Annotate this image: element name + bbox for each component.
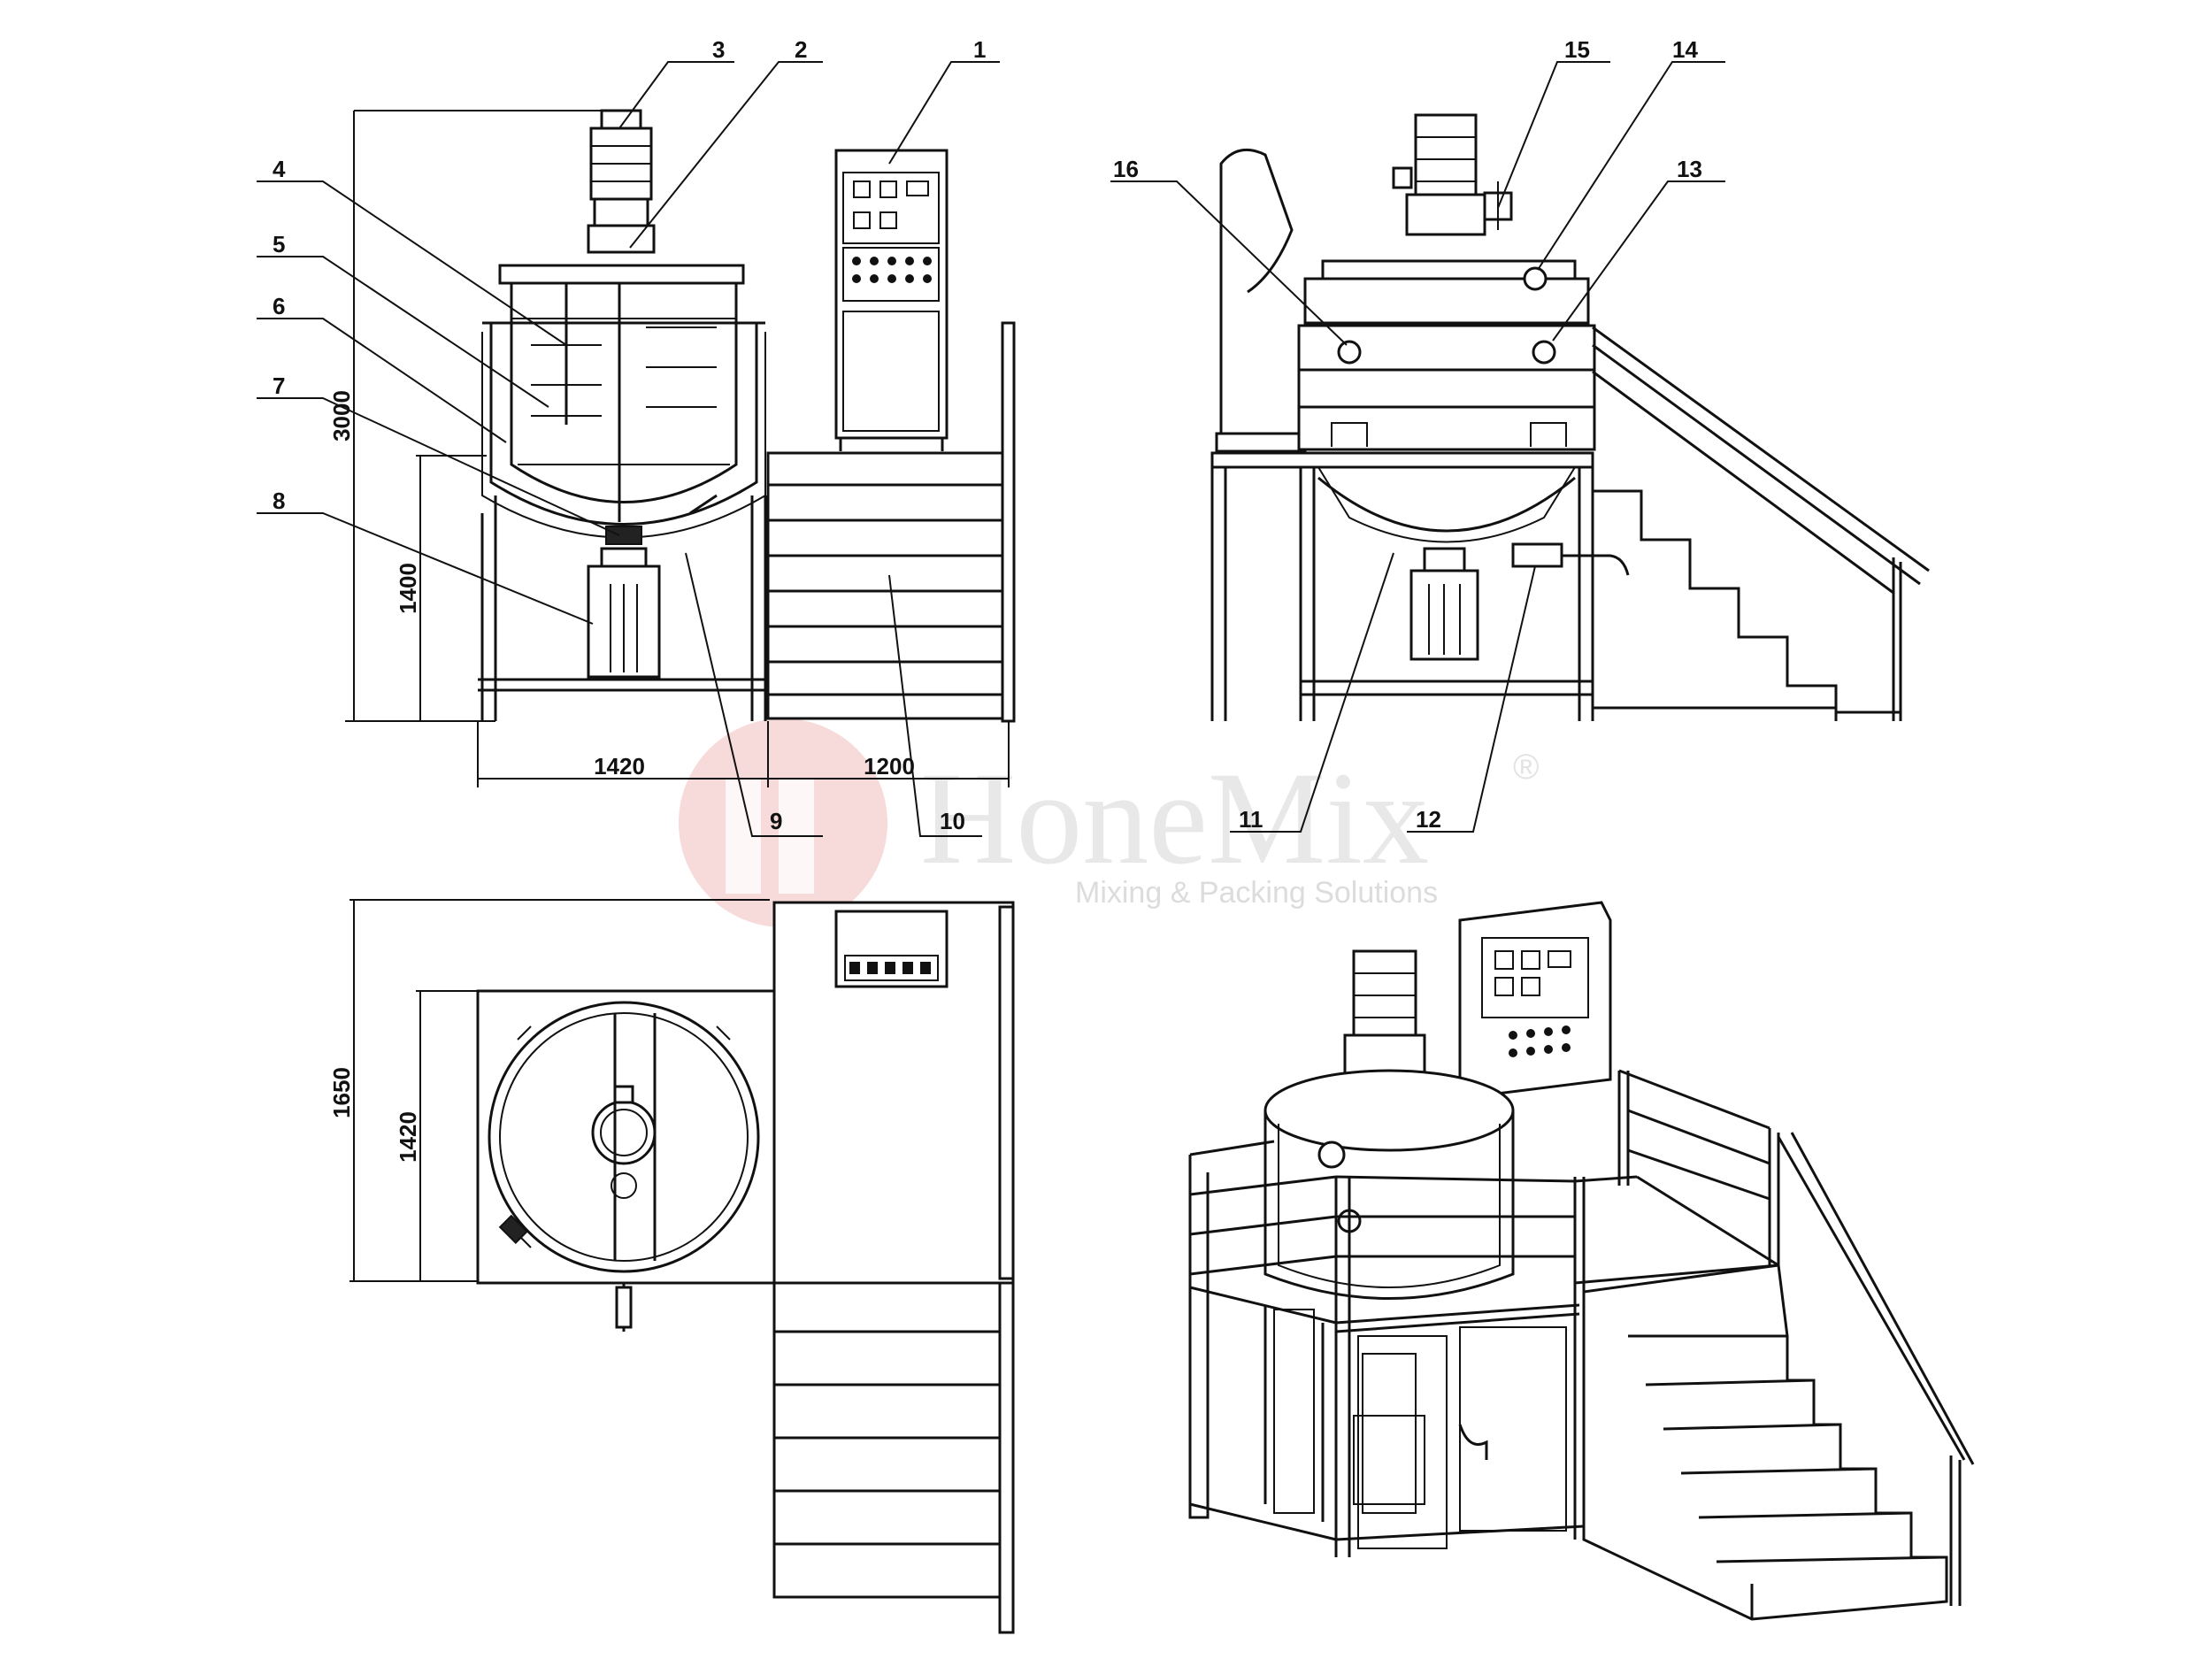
dim-1420-front: 1420: [594, 753, 645, 780]
watermark-brand: HoneMix: [920, 745, 1429, 892]
callout-2: 2: [795, 36, 807, 63]
stairs-plan: [772, 1281, 1015, 1599]
callout-7: 7: [273, 373, 285, 399]
callout-13: 13: [1677, 156, 1702, 182]
tank-body: [489, 323, 758, 526]
control-cabinet: [834, 149, 949, 440]
iso-tank-lid: [1263, 1069, 1515, 1152]
callout-5: 5: [273, 231, 285, 257]
watermark: HoneMix ® Mixing & Packing Solutions: [679, 718, 1539, 927]
dim-3000: 3000: [328, 390, 355, 442]
dim-1420-top: 1420: [395, 1111, 421, 1163]
dim-1200: 1200: [864, 753, 915, 780]
callout-1: 1: [973, 36, 986, 63]
control-panel-plan: [834, 910, 949, 988]
callout-16: 16: [1113, 156, 1139, 182]
dim-1650: 1650: [328, 1067, 355, 1118]
callout-14: 14: [1672, 36, 1698, 63]
callout-9: 9: [770, 808, 782, 834]
side-view: 15 14 16 13 11 12: [1110, 36, 1930, 833]
hopper: [1219, 148, 1294, 294]
iso-motor: [1352, 949, 1417, 1037]
callout-6: 6: [273, 293, 285, 319]
callout-8: 8: [273, 488, 285, 514]
isometric-view: [1188, 901, 1975, 1621]
callout-10: 10: [940, 808, 965, 834]
homogenizer-head: [605, 526, 642, 545]
top-view: 1650 1420: [328, 899, 1015, 1634]
side-top-motor: [1414, 113, 1478, 196]
tank-plan: [476, 989, 776, 1285]
callout-11: 11: [1239, 806, 1263, 833]
watermark-registered: ®: [1513, 748, 1539, 787]
callout-3: 3: [712, 36, 725, 63]
tank-lid: [498, 264, 745, 285]
callout-15: 15: [1564, 36, 1590, 63]
callout-12: 12: [1416, 806, 1441, 833]
watermark-tagline: Mixing & Packing Solutions: [1075, 876, 1438, 910]
front-view: 3000 1400 1420 1200: [257, 36, 1016, 837]
callout-4: 4: [273, 156, 286, 182]
dim-1400: 1400: [395, 563, 421, 614]
